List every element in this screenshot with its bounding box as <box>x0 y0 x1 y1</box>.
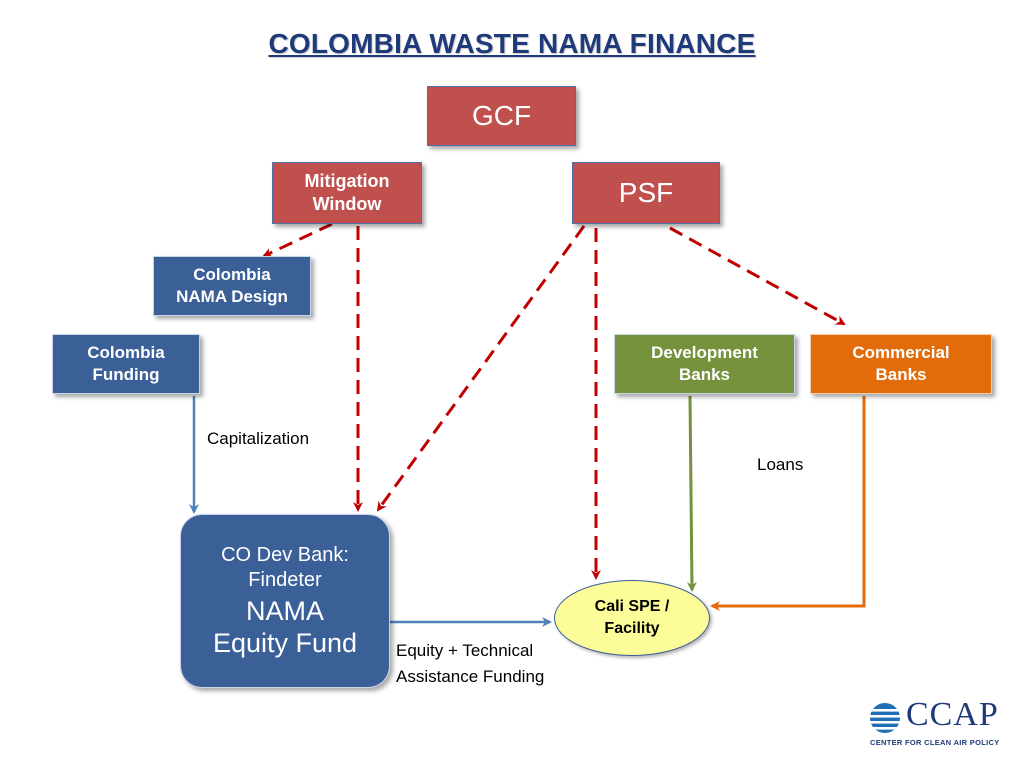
node-mitigation-window: Mitigation Window <box>272 162 422 224</box>
label-loans: Loans <box>757 455 804 474</box>
arrow-devbanks-to-spe <box>686 395 697 592</box>
node-commercial-banks: Commercial Banks <box>810 334 992 394</box>
node-cali-spe-facility: Cali SPE / Facility <box>554 580 710 656</box>
logo-wordmark: CCAP <box>906 696 999 733</box>
page-title: COLOMBIA WASTE NAMA FINANCE <box>268 28 756 59</box>
logo-tagline: CENTER FOR CLEAN AIR POLICY <box>870 738 1000 747</box>
label-capitalization: Capitalization <box>207 429 310 448</box>
node-nama-equity-fund: CO Dev Bank: Findeter NAMA Equity Fund <box>180 514 390 688</box>
arrow-psf-to-fund <box>376 225 586 512</box>
fund-title: NAMA Equity Fund <box>212 595 358 658</box>
node-gcf: GCF <box>427 86 576 146</box>
node-psf: PSF <box>572 162 720 224</box>
arrow-mitigation-to-nama-design <box>262 222 333 258</box>
label-equity-ta-funding: Equity + Technical Assistance Funding <box>396 641 545 686</box>
arrow-psf-to-commercial-banks <box>669 226 846 326</box>
node-development-banks: Development Banks <box>614 334 795 394</box>
fund-bank-name: CO Dev Bank: Findeter <box>221 543 349 591</box>
node-colombia-nama-design: Colombia NAMA Design <box>153 256 311 316</box>
ccap-logo-icon <box>869 703 901 733</box>
node-colombia-funding: Colombia Funding <box>52 334 200 394</box>
arrow-commercial-to-spe <box>710 396 866 611</box>
